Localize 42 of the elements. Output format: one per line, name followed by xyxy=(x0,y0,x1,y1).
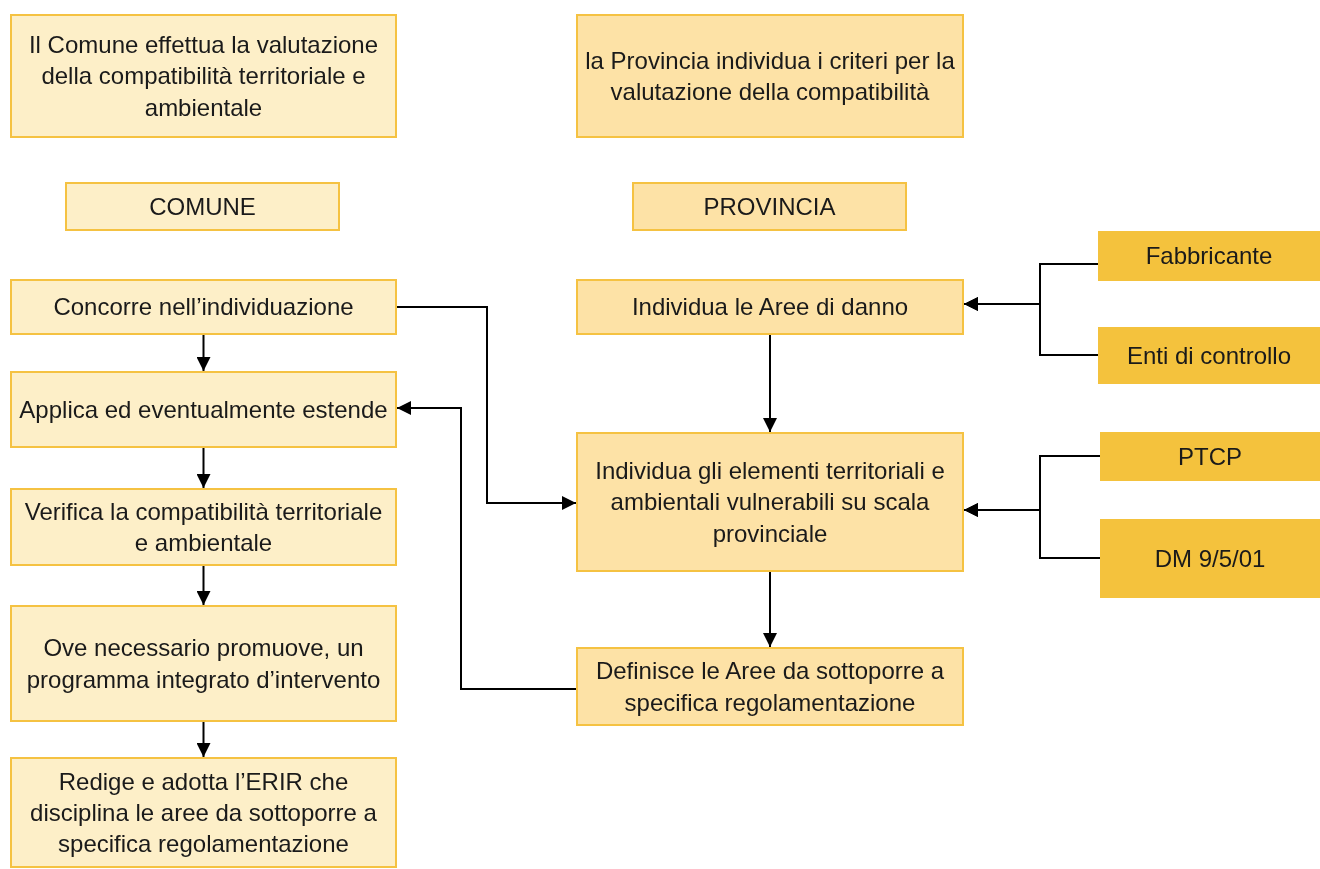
box-text: Definisce le Aree da sottoporre a specifica regolamentazione xyxy=(594,656,946,718)
process-box xyxy=(10,371,397,448)
process-box xyxy=(632,182,907,231)
arrow xyxy=(963,297,1099,356)
process-box xyxy=(10,14,397,138)
process-box xyxy=(1100,432,1320,481)
box-text: Redige e adotta l’ERIR che disciplina le aree da sottoporre a specifica regolamentazione xyxy=(29,766,378,860)
box-text: Enti di controllo xyxy=(1126,340,1292,371)
process-box xyxy=(576,279,964,335)
arrow xyxy=(396,401,577,690)
process-box xyxy=(10,605,397,722)
arrow xyxy=(196,565,211,606)
arrow xyxy=(196,334,211,372)
box-text: Verifica la compatibilità territoriale e ambientale xyxy=(23,496,384,558)
process-box xyxy=(65,182,340,231)
process-box xyxy=(576,14,964,138)
box-text: DM 9/5/01 xyxy=(1154,543,1266,574)
process-box xyxy=(10,757,397,868)
arrow xyxy=(196,721,211,758)
box-text: Applica ed eventualmente estende xyxy=(19,394,388,425)
box-text: COMUNE xyxy=(149,191,256,222)
box-text: Fabbricante xyxy=(1145,241,1273,272)
arrow xyxy=(196,447,211,489)
box-text: PTCP xyxy=(1178,441,1242,472)
process-box xyxy=(576,432,964,572)
arrow xyxy=(763,571,777,648)
box-text: Concorre nell’individuazione xyxy=(53,292,354,323)
process-box xyxy=(1098,231,1320,281)
process-box xyxy=(10,279,397,335)
box-text: Il Comune effettua la valutazione della compatibilità territoriale e ambientale xyxy=(27,30,380,123)
box-text: Individua gli elementi territoriali e ambientali vulnerabili su scala provinciale xyxy=(594,456,946,549)
arrow xyxy=(963,503,1101,559)
box-text: PROVINCIA xyxy=(703,191,836,222)
box-text: la Provincia individua i criteri per la valutazione della compatibilità xyxy=(584,45,956,107)
process-box xyxy=(1098,327,1320,384)
process-box xyxy=(10,488,397,566)
box-text: Ove necessario promuove, un programma integrato d’intervento xyxy=(25,633,382,695)
arrow xyxy=(763,334,777,433)
box-text: Individua le Aree di danno xyxy=(631,292,909,323)
process-box xyxy=(1100,519,1320,598)
process-box xyxy=(576,647,964,726)
arrow xyxy=(396,306,577,510)
